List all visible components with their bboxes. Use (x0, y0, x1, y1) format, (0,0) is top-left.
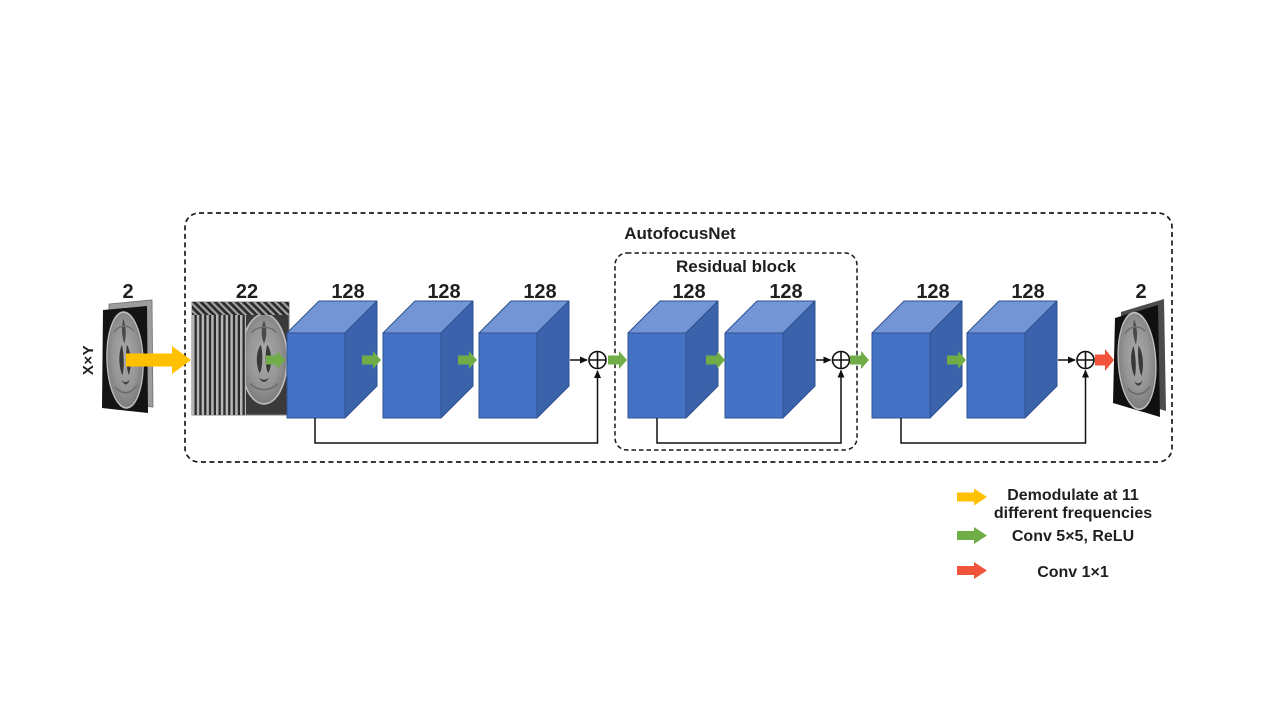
conv5-arrow (608, 351, 627, 369)
block-channels-label: 128 (916, 281, 949, 303)
block-channels-label: 128 (769, 281, 802, 303)
conv-block-front-face (966, 332, 1026, 419)
skip-connection-1 (314, 370, 601, 444)
autofocusnet-box (184, 212, 1173, 463)
conv5-arrow (850, 351, 869, 369)
legend: Demodulate at 11 different frequencies C… (957, 487, 1152, 581)
legend-demodulate-label-line1: Demodulate at 11 (1007, 487, 1139, 504)
sum-node-2 (831, 350, 851, 370)
conv-block-3 (478, 300, 570, 419)
skip-connection-3 (900, 369, 1089, 444)
block-channels-label: 128 (427, 281, 460, 303)
residual-block-box (614, 252, 858, 451)
conv1-arrow (1095, 349, 1114, 371)
legend-conv1-arrow-icon (957, 562, 987, 579)
input-size-label: X×Y (80, 345, 97, 375)
conv-block-4 (627, 300, 719, 419)
legend-demodulate-label-line2: different frequencies (994, 505, 1152, 522)
legend-conv5-arrow-icon (957, 527, 987, 544)
conv-block-5 (724, 300, 816, 419)
block-channels-label: 128 (523, 281, 556, 303)
conv5-arrow (266, 351, 285, 369)
conv-block-2 (382, 300, 474, 419)
stack-slice-edges (192, 302, 246, 415)
output-channels-label: 2 (1135, 281, 1146, 303)
block-channels-label: 128 (1011, 281, 1044, 303)
conv-block-front-face (478, 332, 538, 419)
conv-block-front-face (286, 332, 346, 419)
conv-block-1 (286, 300, 378, 419)
conv-block-front-face (871, 332, 931, 419)
legend-demodulate-arrow-icon (957, 488, 987, 506)
block-channels-label: 128 (331, 281, 364, 303)
conv-block-front-face (724, 332, 784, 419)
network-title: AutofocusNet (624, 224, 736, 243)
stack-channels-label: 22 (236, 281, 258, 303)
conv-block-7 (966, 300, 1058, 419)
residual-block-title: Residual block (676, 257, 797, 276)
conv5-arrow (706, 351, 725, 369)
sum-node-1 (588, 350, 607, 370)
sum-node-3 (1076, 350, 1095, 370)
conv5-arrow (362, 351, 381, 369)
conv-block-6 (871, 300, 963, 419)
conv5-arrow (947, 351, 966, 369)
stack-top-edges (192, 302, 289, 315)
skip-connection-2 (656, 369, 845, 444)
input-channels-label: 2 (122, 281, 133, 303)
block-channels-label: 128 (672, 281, 705, 303)
conv-block-front-face (382, 332, 442, 419)
conv-block-front-face (627, 332, 687, 419)
legend-conv1-label: Conv 1×1 (1037, 564, 1109, 581)
legend-conv5-label: Conv 5×5, ReLU (1012, 528, 1134, 545)
conv5-arrow (458, 351, 477, 369)
demodulate-arrow (126, 346, 191, 374)
output-image (1113, 299, 1166, 417)
